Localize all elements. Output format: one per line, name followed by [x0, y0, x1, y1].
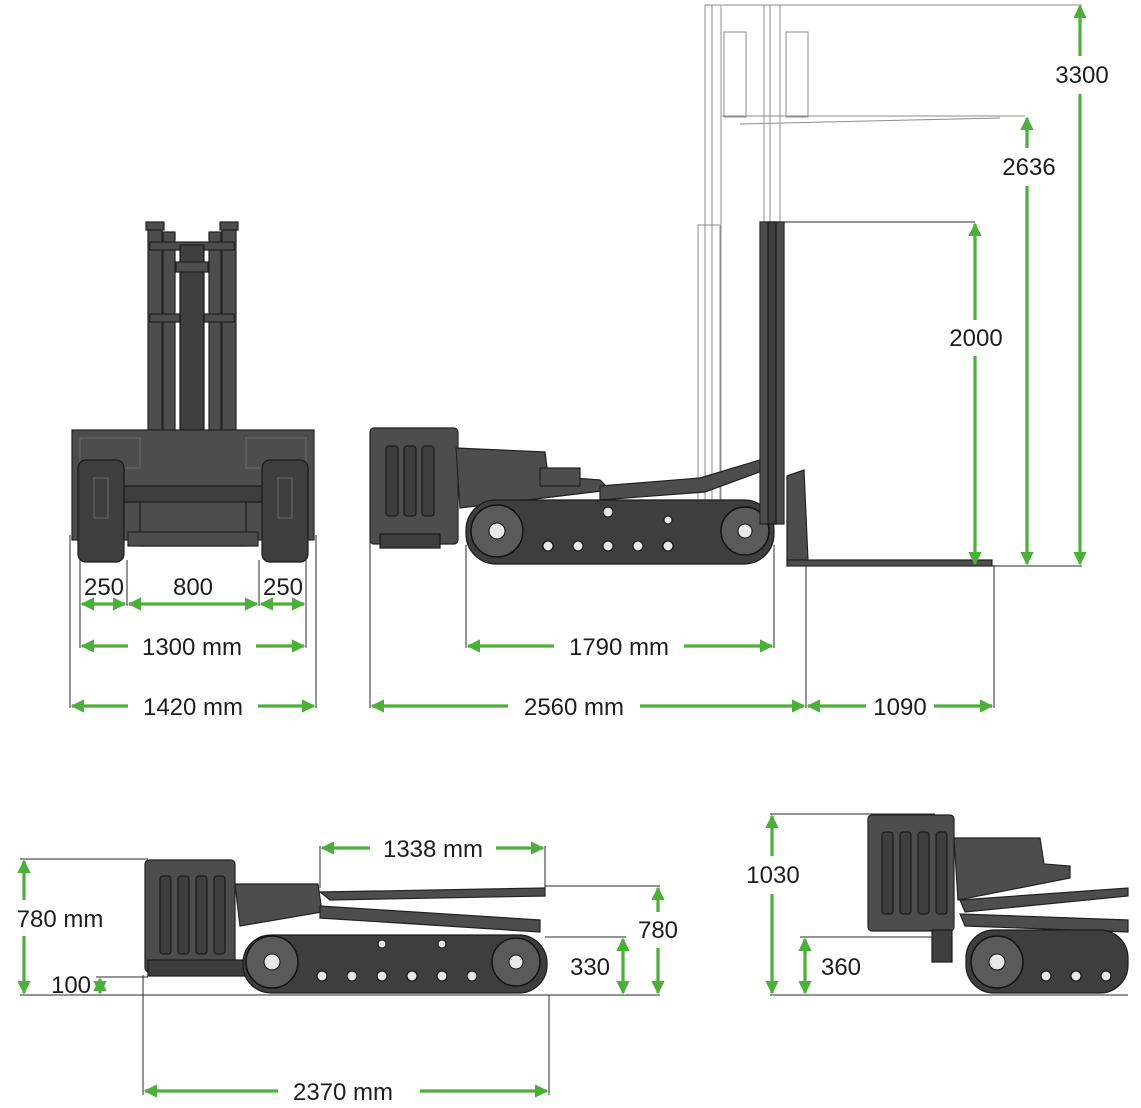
front-view-machine: [71, 221, 315, 563]
dim-front-inner: 800: [173, 574, 213, 601]
dim-side-track-length: 1790 mm: [569, 634, 669, 661]
dim-lower-total-length: 2370 mm: [293, 1079, 393, 1106]
dim-side-body-length: 2560 mm: [524, 694, 624, 721]
dim-side-lift-2636: 2636: [1002, 154, 1055, 181]
dim-lower-body-length: 1338 mm: [383, 836, 483, 863]
dim-right-height-360: 360: [821, 954, 861, 981]
side-view-machine: [369, 4, 1082, 567]
dim-front-track-left: 250: [84, 574, 124, 601]
dim-lower-height-780: 780: [638, 917, 678, 944]
dim-lower-clearance-100: 100: [51, 972, 91, 999]
dim-front-track-width: 1300 mm: [142, 634, 242, 661]
dimension-arrows: [17, 4, 1087, 1098]
extension-lines: [20, 221, 1128, 1095]
dim-lower-height-780mm: 780 mm: [17, 906, 104, 933]
dim-side-fork-length: 1090: [873, 694, 926, 721]
lower-left-view-machine: [144, 859, 548, 994]
dim-front-track-right: 250: [263, 574, 303, 601]
dim-lower-height-330: 330: [570, 954, 610, 981]
dim-side-lift-3300: 3300: [1055, 62, 1108, 89]
lower-right-view-machine: [867, 814, 1129, 994]
dim-front-total-width: 1420 mm: [143, 694, 243, 721]
dim-side-lift-2000: 2000: [949, 325, 1002, 352]
dimension-labels: 250 800 250 1300 mm 1420 mm 1790 mm 2560…: [17, 62, 1109, 1106]
dim-right-height-1030: 1030: [746, 862, 799, 889]
